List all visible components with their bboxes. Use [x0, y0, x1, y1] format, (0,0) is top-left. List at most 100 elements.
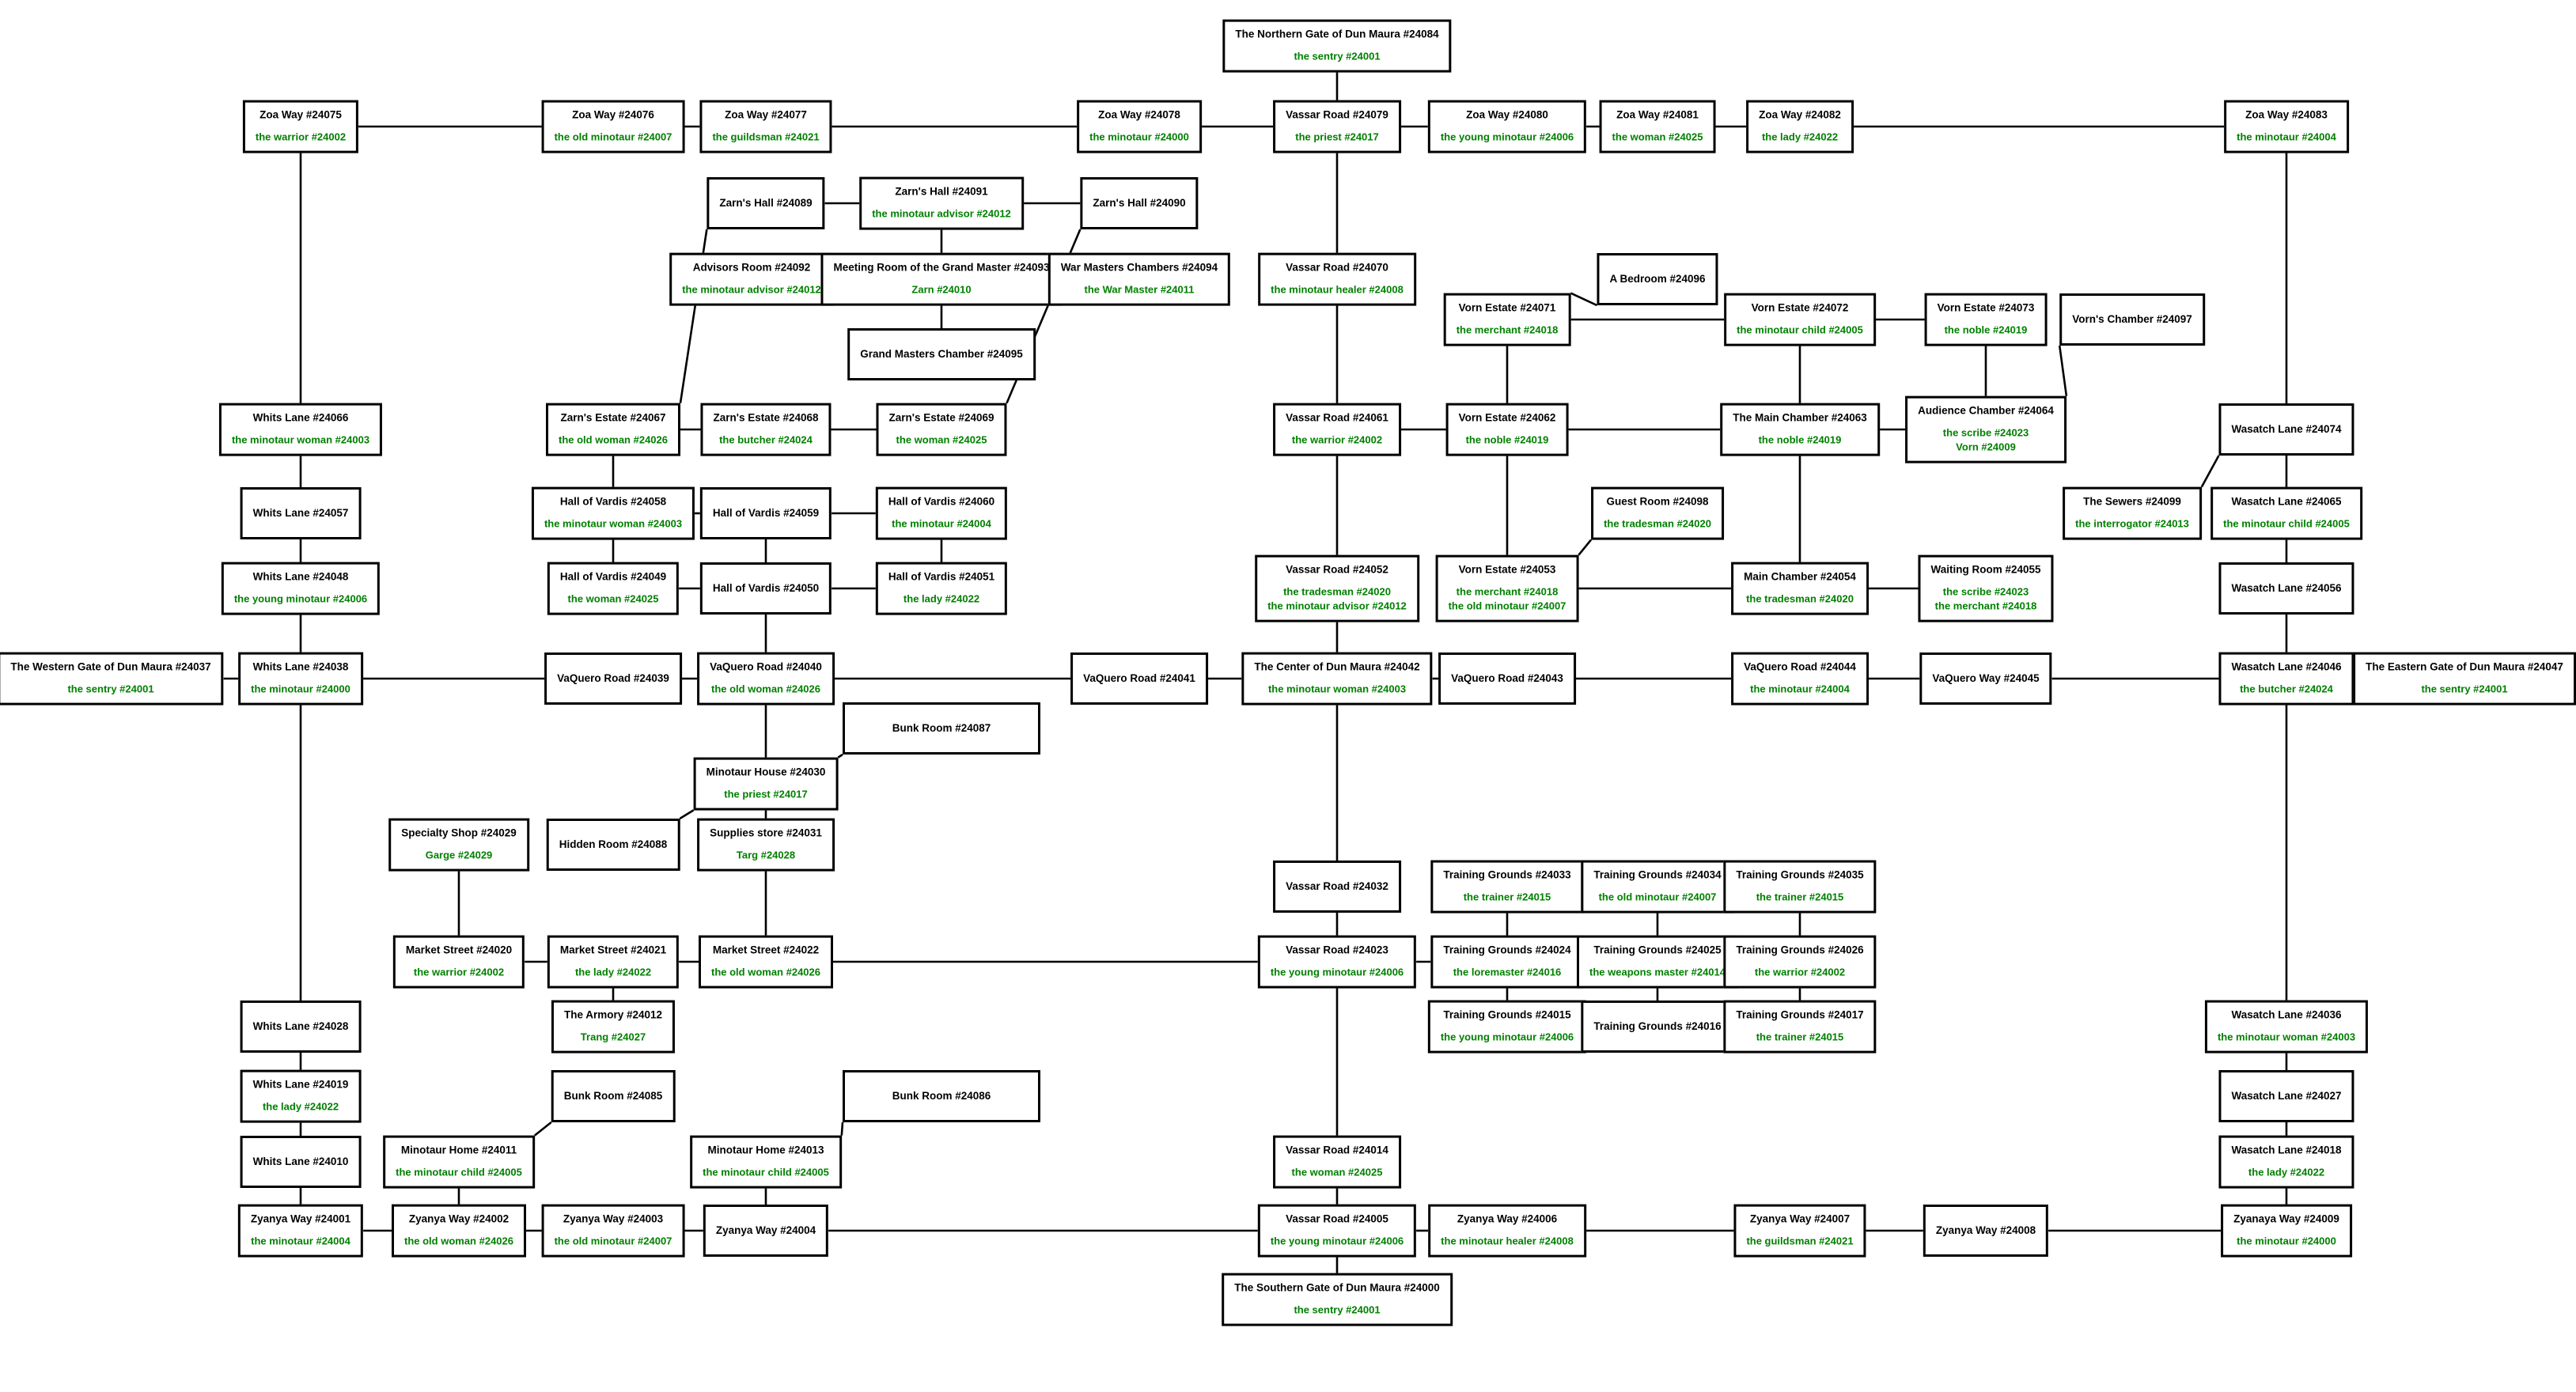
room-npc: the lady #24022 [1761, 130, 1839, 143]
room-box-24032: Vassar Road #24032 [1273, 861, 1401, 913]
room-title: Zarn's Hall #24089 [719, 196, 813, 209]
room-title: Vassar Road #24023 [1286, 944, 1388, 956]
room-npc: the minotaur woman #24003 [2217, 1031, 2356, 1043]
room-npc: the loremaster #24016 [1453, 966, 1562, 978]
room-npc-list: the minotaur woman #24003 [1268, 683, 1406, 695]
room-npc: the old minotaur #24007 [1598, 891, 1717, 903]
room-npc-list: the minotaur child #24005 [2223, 518, 2350, 530]
room-npc: the young minotaur #24006 [1270, 1235, 1404, 1247]
room-npc-list: the minotaur #24004 [1750, 683, 1850, 695]
room-title: Training Grounds #24017 [1736, 1008, 1864, 1021]
room-box-24095: Grand Masters Chamber #24095 [847, 328, 1036, 380]
room-npc-list: the young minotaur #24006 [1441, 131, 1574, 143]
room-npc-list: the loremaster #24016 [1453, 966, 1562, 978]
room-title: Vassar Road #24052 [1286, 563, 1388, 576]
room-npc: the old minotaur #24007 [554, 130, 672, 143]
room-npc-list: the minotaur #24004 [892, 518, 991, 530]
room-npc: Zarn #24010 [911, 283, 972, 296]
room-title: Training Grounds #24015 [1443, 1008, 1571, 1021]
room-title: Zyanya Way #24008 [1935, 1224, 2036, 1236]
room-npc: the minotaur healer #24008 [1271, 283, 1404, 296]
room-npc: the scribe #24023 [1942, 585, 2029, 598]
room-title: Bunk Room #24085 [563, 1089, 663, 1102]
room-title: Zoa Way #24081 [1616, 108, 1699, 121]
room-npc: the noble #24019 [1758, 433, 1842, 446]
room-title: Market Street #24022 [712, 944, 820, 956]
room-title: Vorn Estate #24053 [1458, 563, 1556, 576]
room-title: Minotaur Home #24011 [400, 1144, 517, 1156]
room-title: Whits Lane #24048 [252, 570, 349, 583]
room-title: The Northern Gate of Dun Maura #24084 [1235, 28, 1439, 40]
room-box-24010: Whits Lane #24010 [240, 1136, 362, 1188]
room-title: Vassar Road #24032 [1286, 879, 1388, 892]
room-box-24027: Wasatch Lane #24027 [2218, 1070, 2354, 1122]
room-title: Training Grounds #24016 [1593, 1019, 1722, 1032]
room-npc: the warrior #24002 [1754, 966, 1846, 978]
room-npc: the old woman #24026 [710, 683, 820, 695]
room-npc-list: the warrior #24002 [256, 131, 346, 143]
room-title: Wasatch Lane #24046 [2231, 660, 2342, 673]
room-npc: the minotaur child #24005 [1737, 323, 1863, 336]
room-npc-list: the woman #24025 [1612, 131, 1703, 143]
room-npc: the minotaur woman #24003 [1267, 683, 1407, 695]
room-npc: the old woman #24026 [559, 433, 668, 446]
room-npc-list: the tradesman #24020 [1604, 518, 1711, 530]
room-npc: the minotaur advisor #24012 [872, 207, 1011, 220]
room-title: Specialty Shop #24029 [401, 826, 517, 839]
room-npc: the interrogator #24013 [2075, 517, 2189, 530]
room-title: Wasatch Lane #24036 [2231, 1008, 2342, 1021]
room-title: The Center of Dun Maura #24042 [1254, 660, 1420, 673]
room-title: Vassar Road #24079 [1286, 108, 1388, 121]
room-npc: the noble #24019 [1465, 433, 1549, 446]
room-npc: the minotaur child #24005 [396, 1166, 522, 1178]
room-npc-list: the warrior #24002 [1292, 434, 1382, 446]
room-npc: the minotaur #24004 [2237, 130, 2336, 143]
room-title: Zyanya Way #24006 [1457, 1212, 1558, 1225]
room-title: VaQuero Road #24044 [1744, 660, 1856, 673]
room-npc: the priest #24017 [724, 788, 808, 800]
room-box-24065: Wasatch Lane #24065 the minotaur child #2… [2210, 486, 2362, 540]
room-npc-list: the minotaur #24004 [2237, 131, 2336, 143]
room-npc-list: the noble #24019 [1945, 324, 2028, 336]
room-npc: Trang #24027 [580, 1031, 646, 1043]
room-title: Zoa Way #24077 [725, 108, 807, 121]
room-title: Waiting Room #24055 [1930, 563, 2041, 576]
room-npc-list: the butcher #24024 [2240, 683, 2333, 695]
room-npc-list: the minotaur woman #24003 [544, 518, 682, 530]
room-title: Training Grounds #24025 [1593, 944, 1722, 956]
room-npc: the lady #24022 [2248, 1166, 2325, 1178]
room-npc-list: the minotaur child #24005 [703, 1167, 829, 1178]
room-npc: the minotaur advisor #24012 [1267, 600, 1407, 612]
room-title: Zoa Way #24076 [572, 108, 654, 121]
room-npc-list: the minotaur advisor #24012 [682, 284, 821, 296]
room-npc: the minotaur child #24005 [703, 1166, 829, 1178]
room-title: Zarn's Estate #24069 [888, 411, 994, 424]
room-title: Vorn Estate #24072 [1751, 301, 1849, 314]
room-npc: the minotaur #24004 [251, 1235, 350, 1247]
room-title: Wasatch Lane #24065 [2231, 495, 2342, 508]
room-npc: the warrior #24002 [1291, 433, 1383, 446]
room-npc: the minotaur woman #24003 [231, 433, 370, 446]
room-npc: Targ #24028 [736, 849, 796, 861]
